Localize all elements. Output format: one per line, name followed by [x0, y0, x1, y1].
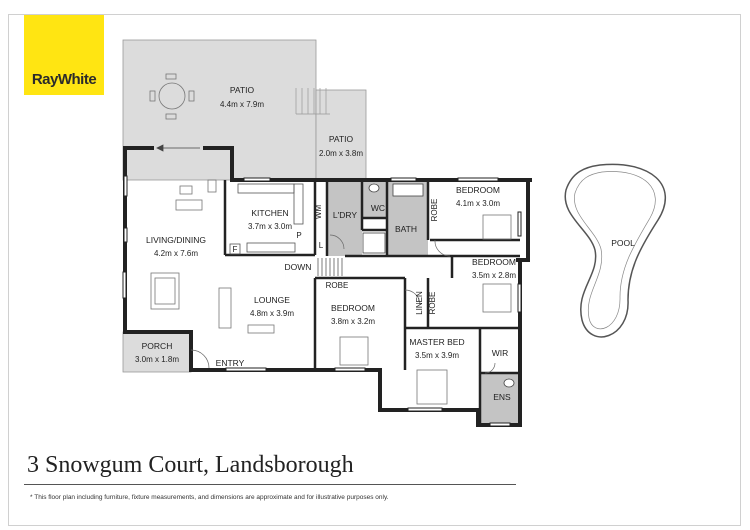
lounge-set	[150, 179, 275, 334]
bath-fixtures	[362, 183, 515, 388]
patio-main-area	[122, 39, 317, 181]
wir-label: WIR	[492, 348, 509, 358]
door-swings	[190, 234, 496, 374]
address-rule	[24, 484, 516, 485]
bed3-label: BEDROOM	[331, 303, 375, 313]
laundry-area	[327, 180, 362, 256]
raywhite-logo: RayWhite	[24, 15, 104, 95]
patio-small-label: PATIO	[329, 134, 354, 144]
porch-label: PORCH	[142, 341, 173, 351]
bed2-dims: 3.5m x 2.8m	[472, 271, 516, 280]
porch-area	[122, 331, 192, 373]
logo-text: RayWhite	[31, 71, 97, 88]
p-label: P	[296, 231, 301, 240]
down-label: DOWN	[285, 262, 312, 272]
bed2-label: BEDROOM	[472, 257, 516, 267]
kitchen-label: KITCHEN	[251, 208, 288, 218]
pool-outline	[564, 163, 666, 338]
master-label: MASTER BED	[409, 337, 464, 347]
patio-main-label: PATIO	[230, 85, 255, 95]
bed1-label: BEDROOM	[456, 185, 500, 195]
bath-label: BATH	[395, 224, 417, 234]
ens-label: ENS	[493, 392, 511, 402]
laundry-label: L'DRY	[333, 210, 357, 220]
lounge-dims: 4.8m x 3.9m	[250, 309, 294, 318]
property-address: 3 Snowgum Court, Landsborough	[27, 452, 354, 478]
kitchen-dims: 3.7m x 3.0m	[248, 222, 292, 231]
patio-main-dims: 4.4m x 7.9m	[220, 100, 264, 109]
entry-label: ENTRY	[216, 358, 245, 368]
fridge-label: F	[233, 245, 238, 254]
disclaimer: * This floor plan including furniture, f…	[30, 494, 389, 501]
wc-label: WC	[371, 203, 385, 213]
outdoor-table	[149, 73, 195, 120]
l-label: L	[319, 241, 324, 250]
robe-a-label: ROBE	[430, 199, 439, 222]
windows	[122, 175, 522, 427]
pool-label: POOL	[611, 238, 635, 248]
master-dims: 3.5m x 3.9m	[415, 351, 459, 360]
living-label: LIVING/DINING	[146, 235, 206, 245]
door-arrow	[156, 144, 200, 152]
patio-small-dims: 2.0m x 3.8m	[319, 149, 363, 158]
bed3-dims: 3.8m x 3.2m	[331, 317, 375, 326]
pool-inner	[574, 171, 656, 330]
wm-label: WM	[314, 205, 323, 220]
linen-label: LINEN	[415, 291, 424, 315]
interior-walls	[223, 180, 520, 425]
porch-dims: 3.0m x 1.8m	[135, 355, 179, 364]
bed1-dims: 4.1m x 3.0m	[456, 199, 500, 208]
living-dims: 4.2m x 7.6m	[154, 249, 198, 258]
stairs-down	[317, 258, 343, 276]
kitchen-benches	[229, 183, 304, 255]
lounge-label: LOUNGE	[254, 295, 290, 305]
robe-c-label: ROBE	[428, 292, 437, 315]
patio-steps	[295, 88, 330, 115]
robe-b-label: ROBE	[326, 281, 349, 290]
beds	[339, 214, 512, 405]
page-frame	[8, 14, 741, 526]
